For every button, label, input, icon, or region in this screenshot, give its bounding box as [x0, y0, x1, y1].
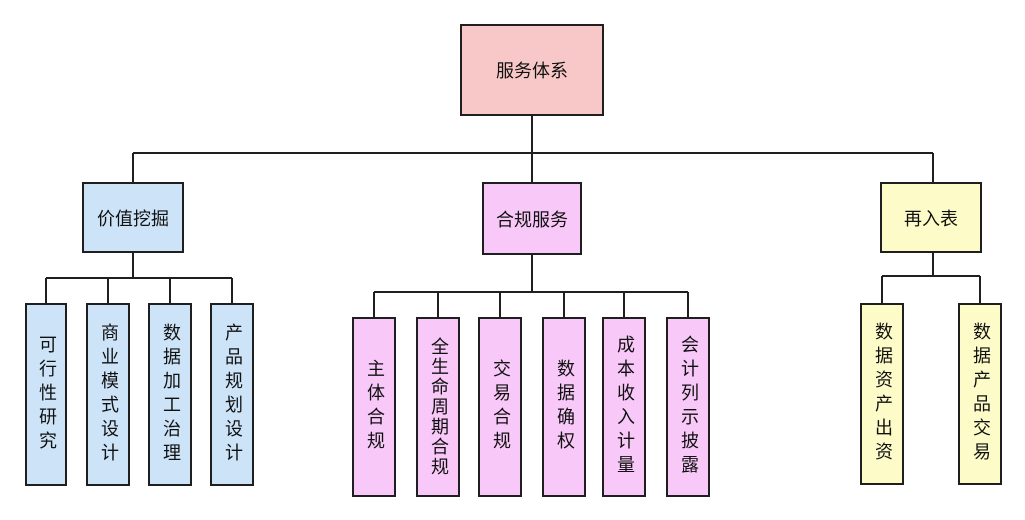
leaf-data-asset-contribution: 数据资产出资: [860, 303, 904, 485]
leaf-label: 数据资产出资: [872, 322, 893, 466]
leaf-product-planning-design: 产品规划设计: [210, 303, 254, 486]
leaf-label: 数据加工治理: [160, 322, 181, 467]
leaf-data-rights-confirmation: 数据确权: [542, 317, 586, 497]
root-node-service-system: 服务体系: [460, 24, 604, 116]
leaf-label: 产品规划设计: [222, 322, 243, 467]
leaf-label: 成本收入计量: [614, 335, 635, 479]
leaf-data-product-trading: 数据产品交易: [958, 303, 1002, 485]
node-compliance-label: 合规服务: [496, 209, 568, 231]
leaf-label: 会计列示披露: [678, 335, 699, 479]
leaf-lifecycle-compliance: 全生命周期合规: [416, 317, 460, 497]
leaf-accounting-disclosure: 会计列示披露: [666, 317, 710, 497]
leaf-label: 交易合规: [490, 359, 511, 455]
leaf-label: 商业模式设计: [98, 322, 119, 467]
leaf-feasibility-study: 可行性研究: [25, 303, 67, 486]
leaf-label: 数据确权: [554, 359, 575, 455]
node-value-mining-label: 价值挖掘: [97, 208, 169, 230]
leaf-label: 主体合规: [364, 359, 385, 455]
node-reentry-label: 再入表: [904, 208, 958, 230]
leaf-data-processing-governance: 数据加工治理: [148, 303, 192, 486]
leaf-label: 数据产品交易: [970, 322, 991, 466]
leaf-transaction-compliance: 交易合规: [478, 317, 522, 497]
node-reentry: 再入表: [880, 182, 982, 253]
node-compliance-services: 合规服务: [482, 182, 582, 255]
leaf-label: 全生命周期合规: [428, 337, 449, 477]
leaf-business-model-design: 商业模式设计: [86, 303, 130, 486]
node-value-mining: 价值挖掘: [82, 182, 184, 253]
leaf-entity-compliance: 主体合规: [352, 317, 396, 497]
leaf-cost-revenue-measurement: 成本收入计量: [602, 317, 646, 497]
leaf-label: 可行性研究: [36, 334, 57, 455]
root-node-label: 服务体系: [496, 61, 568, 82]
